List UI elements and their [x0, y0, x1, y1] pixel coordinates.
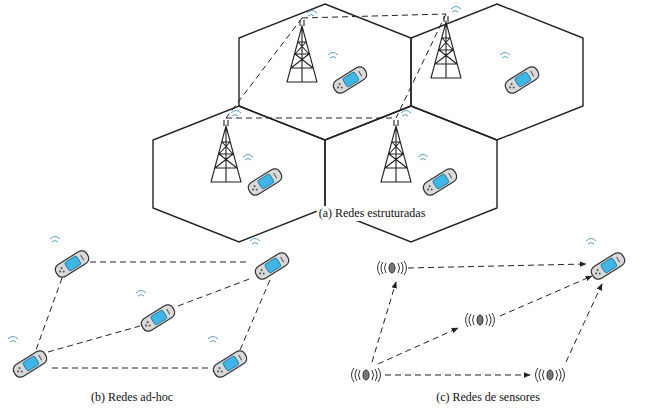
sensor-link [372, 264, 602, 375]
subfigure-caption: (c) Redes de sensores [434, 390, 542, 405]
mobile-phone [243, 53, 541, 198]
sensor-node [352, 261, 565, 382]
mobile-phone [586, 239, 627, 282]
backbone-link [226, 14, 446, 118]
subfigure-caption: (b) Redes ad-hoc [89, 390, 175, 405]
mobile-phone [8, 237, 291, 380]
cell-hexagon [153, 4, 583, 242]
base-station-tower [211, 7, 461, 183]
subfigure-caption: (a) Redes estruturadas [317, 206, 428, 221]
